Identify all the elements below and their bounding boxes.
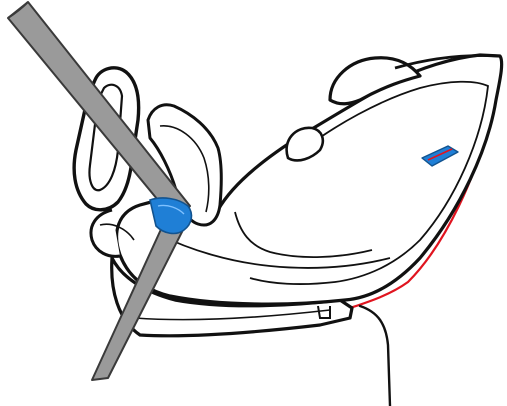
- anchor-line: [360, 306, 390, 406]
- front-lip: [91, 210, 120, 256]
